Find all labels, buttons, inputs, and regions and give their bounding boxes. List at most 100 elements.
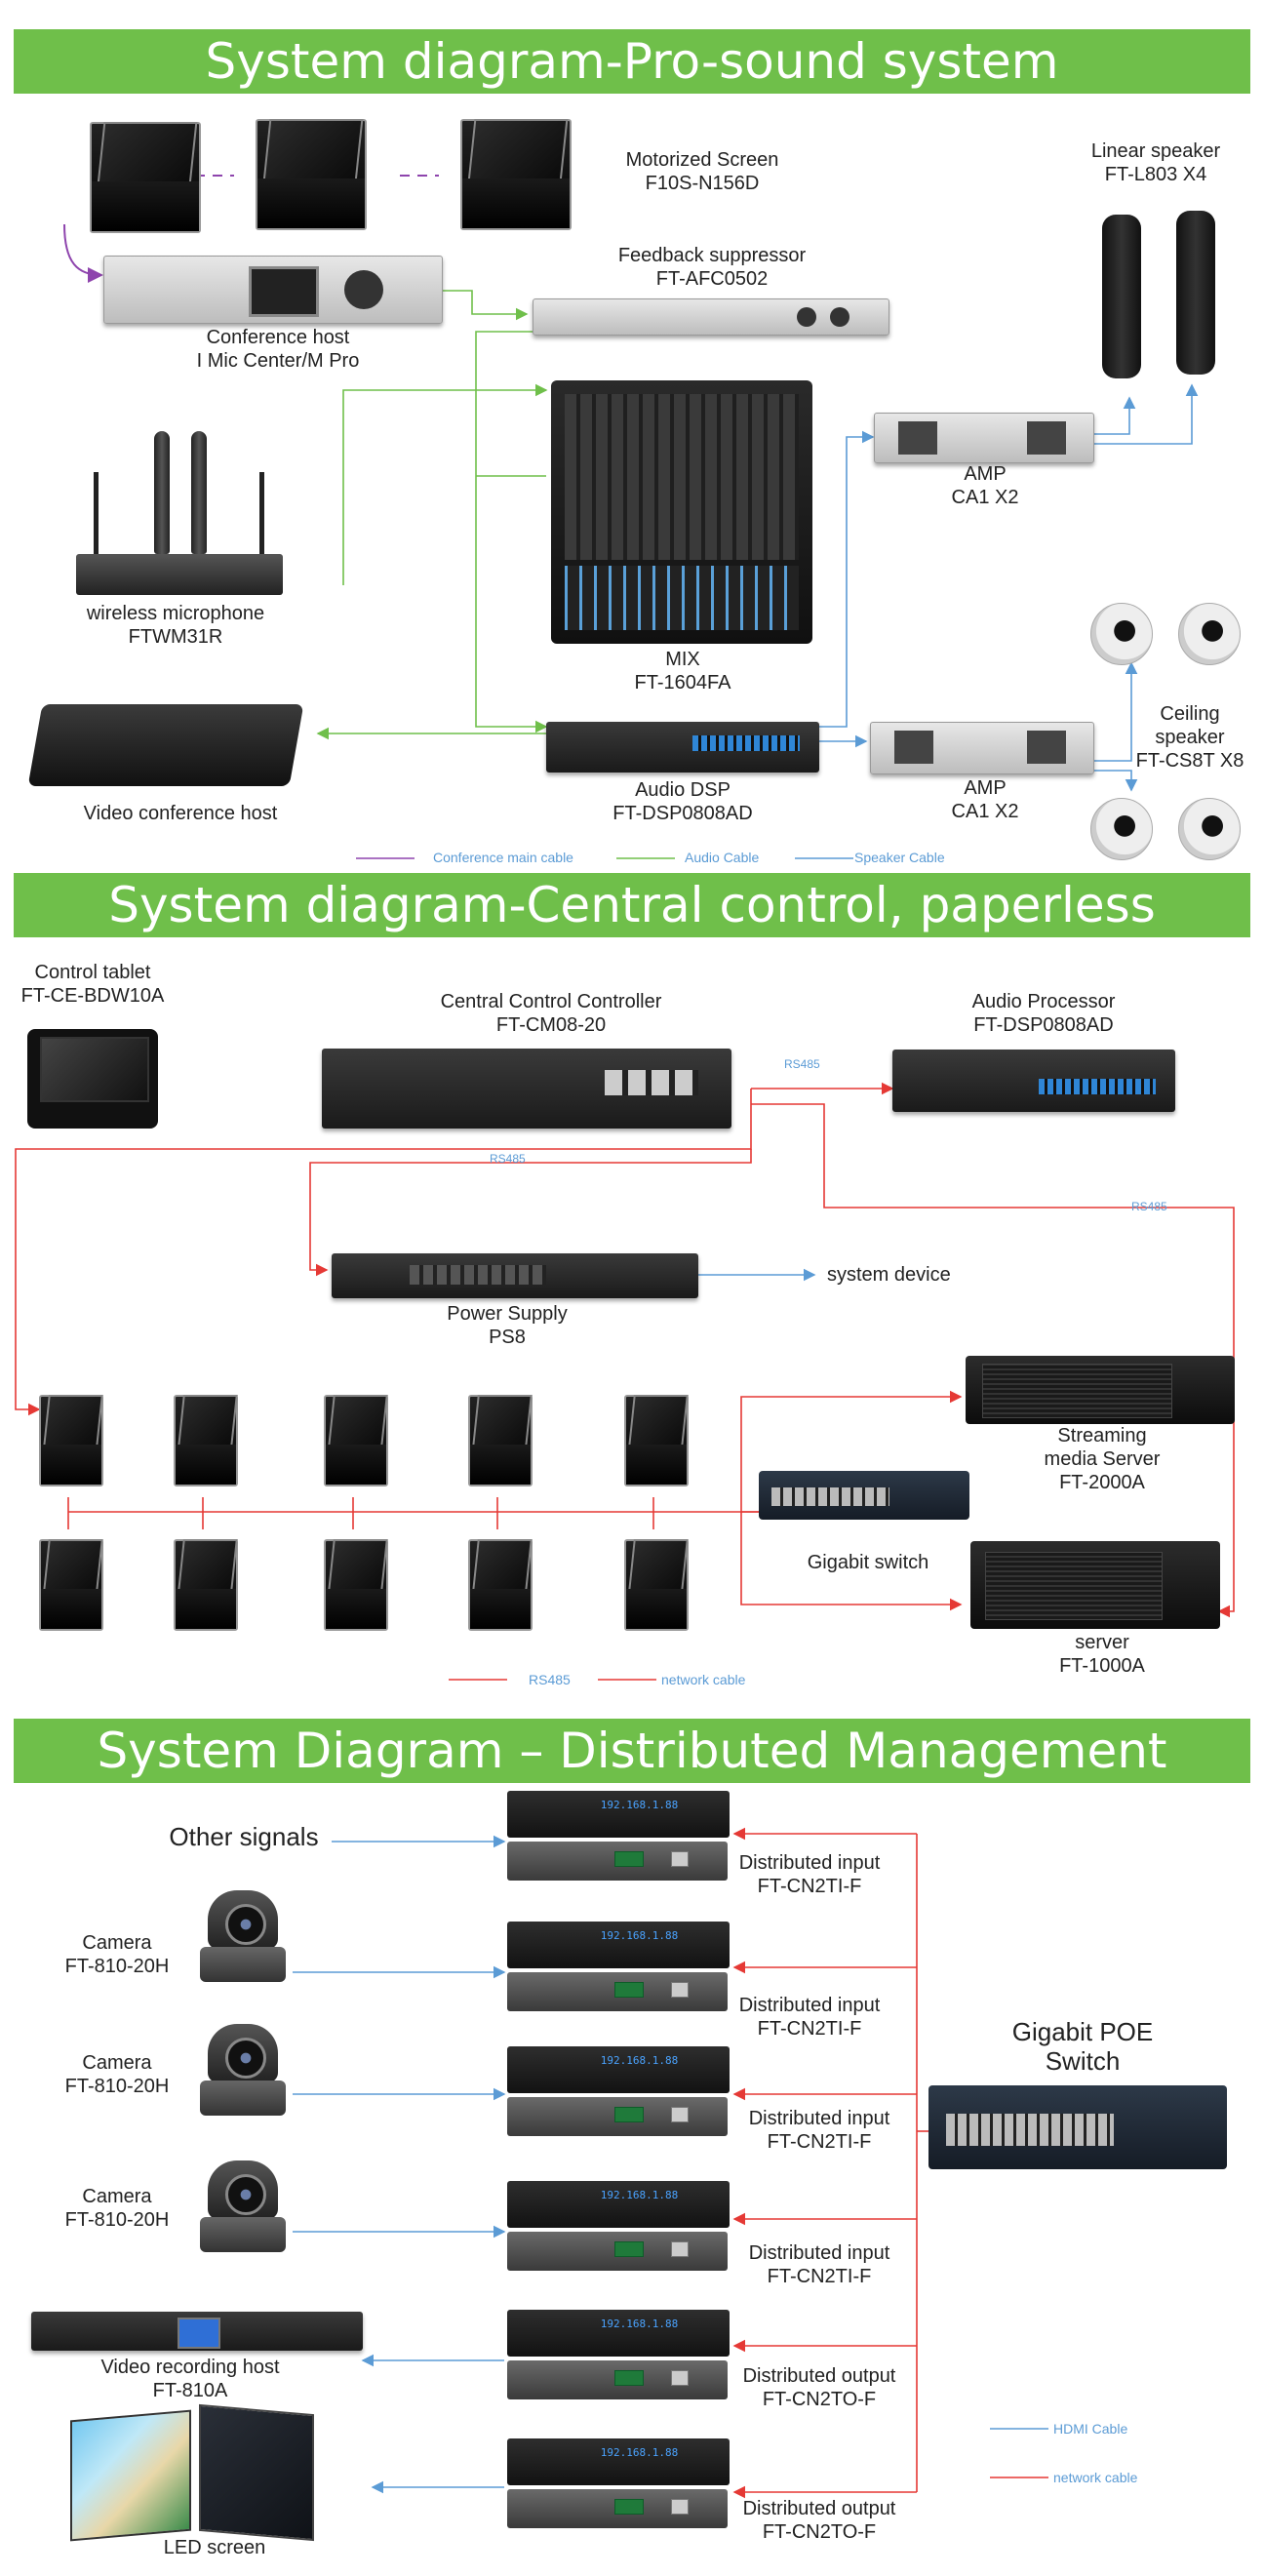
speaker-cables [817, 383, 1199, 792]
rs485-label-b: RS485 [490, 1152, 526, 1166]
section-title-pro-sound: System diagram-Pro-sound system [14, 29, 1250, 94]
audio-processor-device [892, 1050, 1175, 1112]
distributed-input-3-top: 192.168.1.88 [507, 2046, 730, 2093]
led-screen-panel-1 [70, 2409, 191, 2542]
hdmi-cables [293, 1835, 506, 2494]
ceiling-speaker-2 [1178, 603, 1241, 665]
legend-rs485: RS485 [529, 1672, 571, 1687]
distributed-output-2-top: 192.168.1.88 [507, 2438, 730, 2485]
server-device [970, 1541, 1220, 1629]
gigabit-switch-label: Gigabit switch [807, 1552, 929, 1573]
audio-cables [316, 290, 548, 740]
distributed-input-2-top: 192.168.1.88 [507, 1922, 730, 1968]
camera-3 [200, 2160, 288, 2254]
distributed-output-2-panel [507, 2489, 728, 2528]
paperless-screen-3 [324, 1395, 388, 1486]
distributed-input-4-top: 192.168.1.88 [507, 2181, 730, 2228]
network-cables [67, 1390, 963, 1611]
linear-speaker-2 [1176, 211, 1215, 375]
ceiling-speaker-4 [1178, 798, 1241, 860]
rs485-label-a: RS485 [784, 1057, 820, 1071]
motorized-screen-2 [256, 119, 367, 230]
poe-switch-device [928, 2085, 1227, 2169]
conference-cables [63, 175, 439, 283]
led-screen-panel-2 [199, 2403, 314, 2542]
distributed-input-4-panel [507, 2232, 728, 2271]
distributed-input-3-panel [507, 2097, 728, 2136]
poe-network-cables [732, 1827, 928, 2499]
legend-speaker-cable: Speaker Cable [854, 850, 945, 865]
power-supply-device [332, 1253, 698, 1298]
conference-host-device [103, 256, 443, 324]
paperless-screen-8 [324, 1539, 388, 1631]
amp-bottom-device [870, 722, 1094, 774]
paperless-screen-4 [468, 1395, 533, 1486]
other-signals-label: Other signals [169, 1822, 319, 1851]
mixer-device [551, 380, 812, 644]
video-conference-host-device [27, 704, 304, 786]
rs485-cables [15, 1082, 1235, 1618]
legend-conference-cable: Conference main cable [433, 850, 573, 865]
distributed-input-1-top: 192.168.1.88 [507, 1791, 730, 1838]
section-title-central-control: System diagram-Central control, paperles… [14, 873, 1250, 998]
led-screen-label: LED screen [163, 2537, 266, 2558]
paperless-screen-5 [624, 1395, 689, 1486]
legend-hdmi-cable: HDMI Cable [1053, 2421, 1128, 2437]
ceiling-speaker-1 [1090, 603, 1153, 665]
paperless-screen-6 [39, 1539, 103, 1631]
distributed-output-1-panel [507, 2360, 728, 2399]
camera-1 [200, 1890, 288, 1984]
distributed-input-2-panel [507, 1972, 728, 2011]
wireless-microphone-device [76, 431, 283, 595]
legend-network-cable-dist: network cable [1053, 2470, 1138, 2485]
paperless-screen-9 [468, 1539, 533, 1631]
camera-2 [200, 2024, 288, 2118]
paperless-screen-10 [624, 1539, 689, 1631]
feedback-suppressor-device [533, 298, 889, 336]
gigabit-switch-device [759, 1471, 969, 1520]
motorized-screen-3 [460, 119, 572, 230]
video-conference-host-label: Video conference host [83, 803, 278, 824]
legend-network-cable-central: network cable [661, 1672, 746, 1687]
linear-speaker-1 [1102, 215, 1141, 378]
audio-dsp-device [546, 722, 819, 773]
system-device-label: system device [827, 1264, 951, 1286]
streaming-server-device [966, 1356, 1235, 1424]
motorized-screen-1 [90, 122, 201, 233]
distributed-output-1-top: 192.168.1.88 [507, 2310, 730, 2357]
video-recording-host-device [31, 2312, 363, 2351]
paperless-screen-2 [174, 1395, 238, 1486]
central-controller-device [322, 1049, 731, 1129]
legend-audio-cable: Audio Cable [685, 850, 760, 865]
rs485-label-c: RS485 [1131, 1200, 1167, 1213]
paperless-screen-7 [174, 1539, 238, 1631]
amp-top-device [874, 413, 1094, 463]
